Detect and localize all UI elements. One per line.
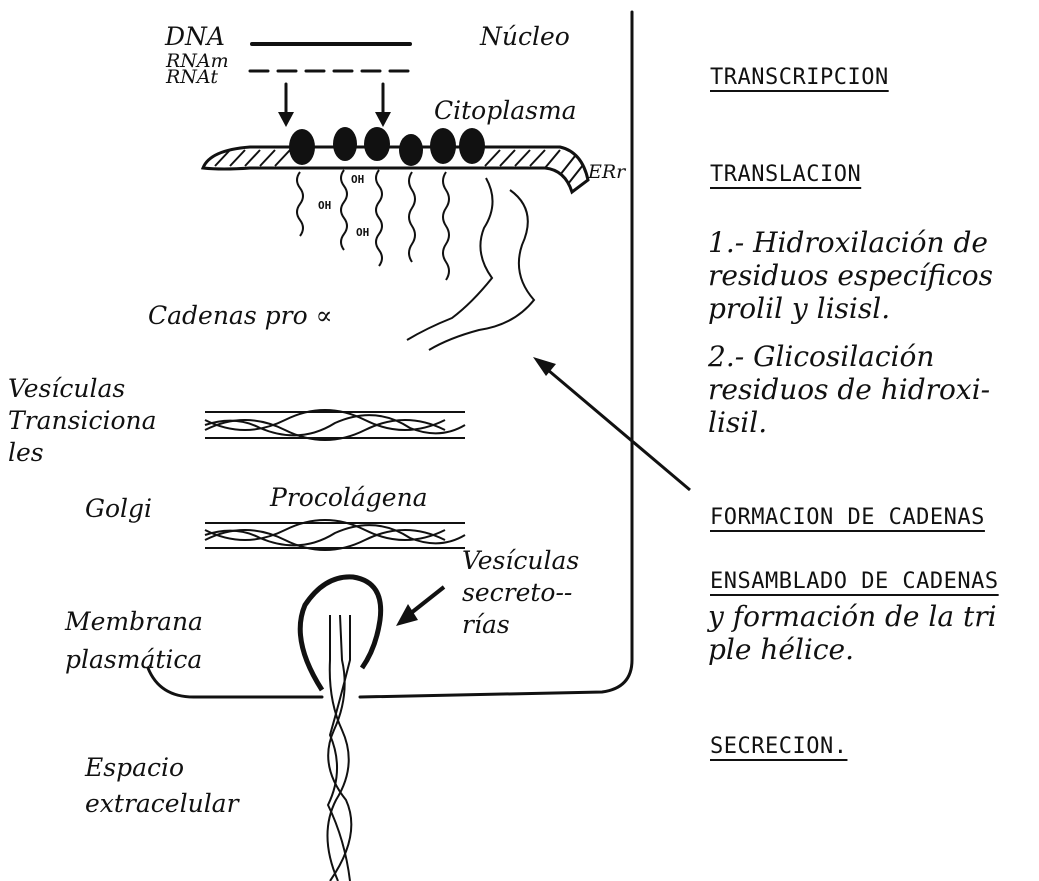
extracellular-fibril [327,615,351,881]
oh-label-1: OH [318,200,331,212]
vesiculas-transicionales-label: Vesículas Transiciona les [8,373,157,469]
nascent-chains [297,170,534,350]
espacio-label: Espacio extracelular [85,750,239,822]
transcripcion-heading: TRANSCRIPCION [710,66,889,89]
step1-text: 1.- Hidroxilación de residuos específico… [708,226,993,325]
golgi-label: Golgi [85,496,152,522]
procolagena-label: Procolágena [270,485,428,511]
triple-helix-transitional [205,410,465,440]
secrecion-heading: SECRECION. [710,735,847,758]
ensamblado-detail: y formación de la tri ple hélice. [708,600,997,666]
translacion-heading: TRANSLACION [710,163,861,186]
membrana-label: Membrana plasmática [65,603,203,679]
ensamblado-heading: ENSAMBLADO DE CADENAS [710,570,999,593]
formacion-heading: FORMACION DE CADENAS [710,506,985,529]
nucleo-label: Núcleo [480,24,570,50]
cadenas-label: Cadenas pro ∝ [148,303,333,329]
step2-text: 2.- Glicosilación residuos de hidroxi- l… [708,340,990,439]
oh-label-3: OH [356,227,369,239]
arrow-formation [548,370,690,490]
vesiculas-secretorias-label: Vesículas secreto-- rías [462,545,579,641]
rnat-label: RNAt [166,68,218,88]
citoplasma-label: Citoplasma [434,98,577,124]
rough-er [203,127,588,192]
dna-label: DNA [165,24,225,50]
err-label: ERr [588,163,625,183]
oh-label-2: OH [351,174,364,186]
triple-helix-golgi [205,520,465,550]
